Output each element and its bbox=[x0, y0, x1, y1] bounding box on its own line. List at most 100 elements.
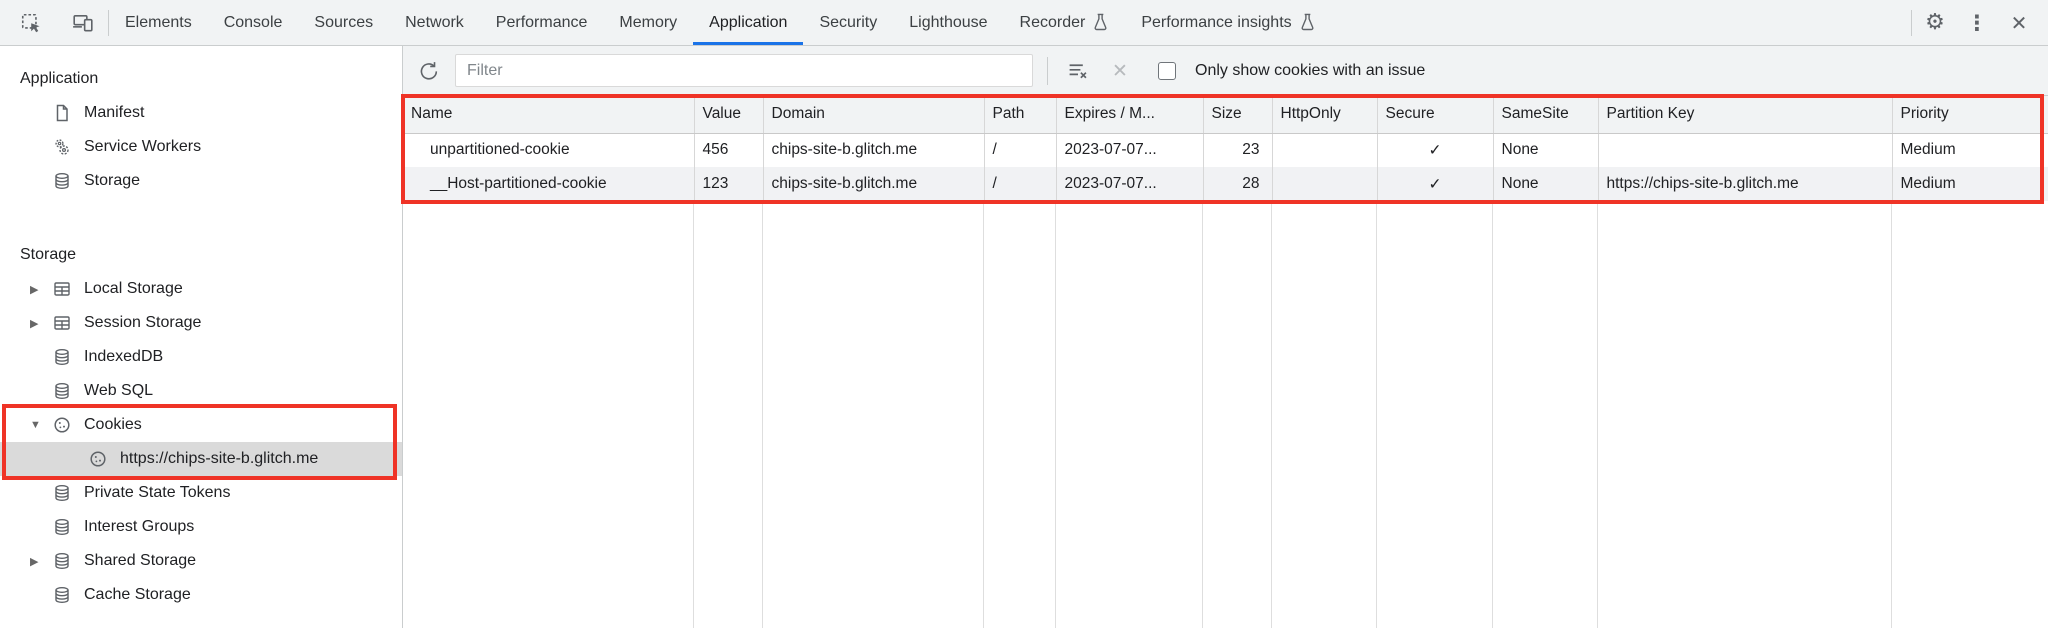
cell-domain[interactable]: chips-site-b.glitch.me bbox=[763, 133, 985, 167]
column-header-expires[interactable]: Expires / M... bbox=[1056, 96, 1204, 134]
column-header-secure[interactable]: Secure bbox=[1377, 96, 1494, 134]
filter-input[interactable] bbox=[455, 54, 1033, 87]
sidebar-item-indexeddb[interactable]: IndexedDB bbox=[0, 340, 402, 374]
inspect-element-icon[interactable] bbox=[12, 4, 50, 42]
sidebar-item-shared-storage[interactable]: ▶ Shared Storage bbox=[30, 551, 197, 571]
sidebar-item-interest-groups[interactable]: Interest Groups bbox=[0, 510, 402, 544]
sidebar-item-web-sql[interactable]: Web SQL bbox=[0, 374, 402, 408]
cell-path[interactable]: / bbox=[984, 167, 1057, 201]
only-issue-checkbox[interactable] bbox=[1158, 61, 1176, 80]
refresh-icon[interactable] bbox=[413, 55, 445, 87]
database-icon bbox=[52, 381, 74, 401]
application-sidebar: Application Manifest Servic bbox=[0, 46, 403, 628]
database-icon bbox=[52, 551, 74, 571]
cookies-panel: ✕ Only show cookies with an issue Name V… bbox=[401, 46, 2048, 628]
column-header-samesite[interactable]: SameSite bbox=[1493, 96, 1599, 134]
tab-memory[interactable]: Memory bbox=[619, 13, 678, 31]
sidebar-item-storage[interactable]: Storage bbox=[0, 164, 402, 198]
devtools-tabbar: Elements Console Sources Network Perform… bbox=[0, 0, 2048, 46]
sidebar-section-application: Application bbox=[20, 70, 99, 87]
clear-list-icon[interactable] bbox=[1062, 55, 1094, 87]
cell-value[interactable]: 123 bbox=[694, 167, 764, 201]
sidebar-item-cache-storage[interactable]: Cache Storage bbox=[0, 578, 402, 612]
close-icon[interactable]: ✕ bbox=[2010, 10, 2028, 35]
column-header-value[interactable]: Value bbox=[694, 96, 764, 134]
cell-partition-key[interactable]: https://chips-site-b.glitch.me bbox=[1598, 167, 1893, 201]
sidebar-item-private-state-tokens[interactable]: Private State Tokens bbox=[0, 476, 402, 510]
tabbar-left-controls bbox=[0, 0, 108, 45]
tab-strip: Elements Console Sources Network Perform… bbox=[109, 0, 1332, 45]
cookie-row-host-partitioned[interactable]: __Host-partitioned-cookie 123 chips-site… bbox=[403, 167, 2048, 201]
tab-recorder[interactable]: Recorder bbox=[1004, 0, 1126, 45]
device-toolbar-icon[interactable] bbox=[64, 4, 102, 42]
tab-elements[interactable]: Elements bbox=[125, 13, 192, 31]
cookie-table-zone: Name Value Domain Path Expires / M... Si… bbox=[401, 94, 2048, 628]
column-header-domain[interactable]: Domain bbox=[763, 96, 985, 134]
sidebar-item-session-storage[interactable]: ▶ Session Storage bbox=[30, 313, 202, 333]
sidebar-item-local-storage[interactable]: ▶ Local Storage bbox=[30, 280, 183, 297]
cookie-table: Name Value Domain Path Expires / M... Si… bbox=[403, 96, 2048, 201]
cell-priority[interactable]: Medium bbox=[1892, 167, 2048, 201]
cell-name[interactable]: unpartitioned-cookie bbox=[403, 133, 695, 167]
expander-expanded-icon[interactable]: ▼ bbox=[30, 419, 41, 431]
cell-partition-key[interactable] bbox=[1598, 133, 1893, 167]
tab-console[interactable]: Console bbox=[223, 13, 283, 31]
column-header-name[interactable]: Name bbox=[403, 96, 695, 134]
database-icon bbox=[52, 347, 74, 367]
only-issue-label: Only show cookies with an issue bbox=[1195, 61, 1426, 79]
cell-value[interactable]: 456 bbox=[694, 133, 764, 167]
column-header-priority[interactable]: Priority bbox=[1892, 96, 2048, 134]
cell-expires[interactable]: 2023-07-07... bbox=[1056, 167, 1204, 201]
cell-samesite[interactable]: None bbox=[1493, 167, 1599, 201]
section-gap bbox=[0, 198, 402, 238]
cell-name[interactable]: __Host-partitioned-cookie bbox=[403, 167, 695, 201]
empty-grid-area bbox=[403, 201, 2048, 628]
settings-gear-icon[interactable]: ⚙︎ bbox=[1925, 10, 1945, 35]
cell-httponly[interactable] bbox=[1272, 133, 1378, 167]
experiment-flask-icon bbox=[1092, 13, 1109, 32]
table-icon bbox=[52, 313, 74, 333]
sidebar-item-cookies[interactable]: ▼ Cookies bbox=[30, 416, 142, 433]
tabbar-right-controls: ⚙︎ ⋮ ✕ bbox=[1911, 0, 2048, 45]
toolbar-divider bbox=[1047, 56, 1048, 85]
tab-lighthouse[interactable]: Lighthouse bbox=[909, 13, 988, 31]
tab-sources[interactable]: Sources bbox=[314, 13, 374, 31]
expander-collapsed-icon[interactable]: ▶ bbox=[30, 555, 39, 568]
cell-secure-checkmark[interactable]: ✓ bbox=[1377, 133, 1494, 167]
cookies-toolbar: ✕ Only show cookies with an issue bbox=[403, 46, 2048, 96]
service-worker-gears-icon bbox=[52, 137, 74, 157]
tabbar-divider bbox=[108, 9, 109, 36]
cookie-table-header-row: Name Value Domain Path Expires / M... Si… bbox=[403, 96, 2048, 134]
sidebar-section-storage: Storage bbox=[20, 246, 77, 263]
cell-size[interactable]: 23 bbox=[1203, 133, 1273, 167]
cell-expires[interactable]: 2023-07-07... bbox=[1056, 133, 1204, 167]
expander-collapsed-icon[interactable]: ▶ bbox=[30, 317, 39, 330]
column-header-httponly[interactable]: HttpOnly bbox=[1272, 96, 1378, 134]
tab-performance[interactable]: Performance bbox=[495, 13, 588, 31]
cell-size[interactable]: 28 bbox=[1203, 167, 1273, 201]
cell-httponly[interactable] bbox=[1272, 167, 1378, 201]
sidebar-item-manifest[interactable]: Manifest bbox=[0, 96, 402, 130]
sidebar-item-cookie-origin[interactable]: https://chips-site-b.glitch.me bbox=[0, 442, 402, 476]
cell-samesite[interactable]: None bbox=[1493, 133, 1599, 167]
experiment-flask-icon bbox=[1299, 13, 1316, 32]
column-header-path[interactable]: Path bbox=[984, 96, 1057, 134]
cell-priority[interactable]: Medium bbox=[1900, 141, 1956, 159]
more-kebab-icon[interactable]: ⋮ bbox=[1966, 10, 1988, 35]
tab-security[interactable]: Security bbox=[819, 13, 878, 31]
database-icon bbox=[52, 517, 74, 537]
cookie-row-unpartitioned[interactable]: unpartitioned-cookie 456 chips-site-b.gl… bbox=[403, 133, 2048, 167]
cell-secure-checkmark[interactable]: ✓ bbox=[1377, 167, 1494, 201]
delete-icon[interactable]: ✕ bbox=[1112, 59, 1128, 82]
cell-domain[interactable]: chips-site-b.glitch.me bbox=[763, 167, 985, 201]
column-header-size[interactable]: Size bbox=[1203, 96, 1273, 134]
tab-performance-insights[interactable]: Performance insights bbox=[1125, 0, 1331, 45]
expander-collapsed-icon[interactable]: ▶ bbox=[30, 283, 39, 296]
column-header-partition-key[interactable]: Partition Key bbox=[1598, 96, 1893, 134]
sidebar-item-service-workers[interactable]: Service Workers bbox=[0, 130, 402, 164]
database-icon bbox=[52, 585, 74, 605]
document-icon bbox=[52, 103, 74, 123]
tab-application[interactable]: Application bbox=[693, 0, 803, 45]
tab-network[interactable]: Network bbox=[405, 13, 464, 31]
cell-path[interactable]: / bbox=[984, 133, 1057, 167]
